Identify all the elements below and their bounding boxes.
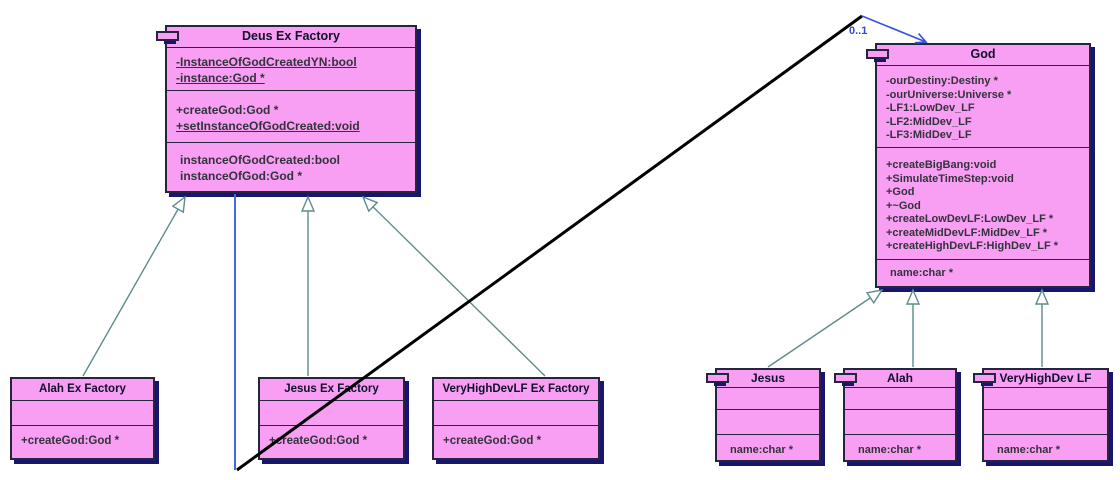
class-icon	[866, 49, 889, 62]
class-box-deus-ex-factory[interactable]: Deus Ex Factory -InstanceOfGodCreatedYN:…	[156, 25, 417, 193]
class-title: Deus Ex Factory	[242, 29, 340, 43]
class-member: name:char *	[997, 444, 1060, 456]
class-attribute: -InstanceOfGodCreatedYN:bool	[176, 55, 357, 69]
class-method: +createHighDevLF:HighDev_LF *	[886, 240, 1059, 252]
class-box-alah[interactable]: Alah name:char *	[834, 368, 957, 462]
class-title: VeryHighDevLF Ex Factory	[442, 383, 590, 395]
class-method: +createGod:God *	[21, 435, 120, 447]
class-method: +God	[886, 186, 915, 198]
class-member: name:char *	[890, 267, 953, 279]
class-icon	[834, 373, 857, 386]
class-title: God	[970, 47, 996, 61]
class-box-jesus[interactable]: Jesus name:char *	[706, 368, 821, 462]
class-attribute: -LF2:MidDev_LF	[886, 115, 972, 128]
association-segment-arrow	[861, 15, 928, 44]
class-member: name:char *	[730, 444, 793, 456]
class-method: +createGod:God *	[176, 103, 279, 117]
class-member: instanceOfGod:God *	[180, 169, 303, 183]
class-box-veryhighdev-lf[interactable]: VeryHighDev LF name:char *	[973, 368, 1109, 462]
class-method: +createBigBang:void	[886, 159, 997, 171]
class-icon	[156, 31, 179, 44]
class-method: +createMidDevLF:MidDev_LF *	[886, 226, 1048, 239]
class-method: +SimulateTimeStep:void	[886, 172, 1014, 185]
class-method: +createGod:God *	[443, 435, 542, 447]
class-method: +createLowDevLF:LowDev_LF *	[886, 213, 1054, 225]
class-member: name:char *	[858, 444, 921, 456]
class-title: Jesus	[750, 371, 786, 385]
class-icon	[973, 373, 996, 386]
class-box-veryhighdevlf-ex-factory[interactable]: VeryHighDevLF Ex Factory +createGod:God …	[432, 377, 600, 460]
class-box-alah-ex-factory[interactable]: Alah Ex Factory +createGod:God *	[10, 377, 155, 460]
class-box-jesus-ex-factory[interactable]: Jesus Ex Factory +createGod:God *	[258, 377, 405, 460]
class-method: +setInstanceOfGodCreated:void	[176, 119, 360, 133]
generalization-vhdex-to-deus	[361, 195, 546, 377]
class-attribute: -LF1:LowDev_LF	[886, 102, 975, 114]
class-method: +~God	[886, 199, 921, 212]
generalization-jesus-to-god	[767, 289, 884, 368]
class-attribute: -LF3:MidDev_LF	[886, 129, 972, 141]
class-box-god[interactable]: God -ourDestiny:Destiny * -ourUniverse:U…	[866, 43, 1091, 288]
class-attribute: -ourUniverse:Universe *	[886, 88, 1012, 101]
class-title: Alah Ex Factory	[39, 383, 126, 395]
multiplicity-label: 0..1	[849, 25, 868, 37]
class-method: +createGod:God *	[269, 435, 368, 447]
class-attribute: -ourDestiny:Destiny *	[886, 75, 998, 87]
class-icon	[706, 373, 729, 386]
class-title: Alah	[886, 371, 913, 385]
class-title: Jesus Ex Factory	[284, 383, 379, 395]
class-member: instanceOfGodCreated:bool	[180, 153, 341, 167]
class-title: VeryHighDev LF	[999, 371, 1092, 385]
class-attribute: -instance:God *	[176, 71, 265, 85]
generalization-alahex-to-deus	[82, 195, 186, 377]
